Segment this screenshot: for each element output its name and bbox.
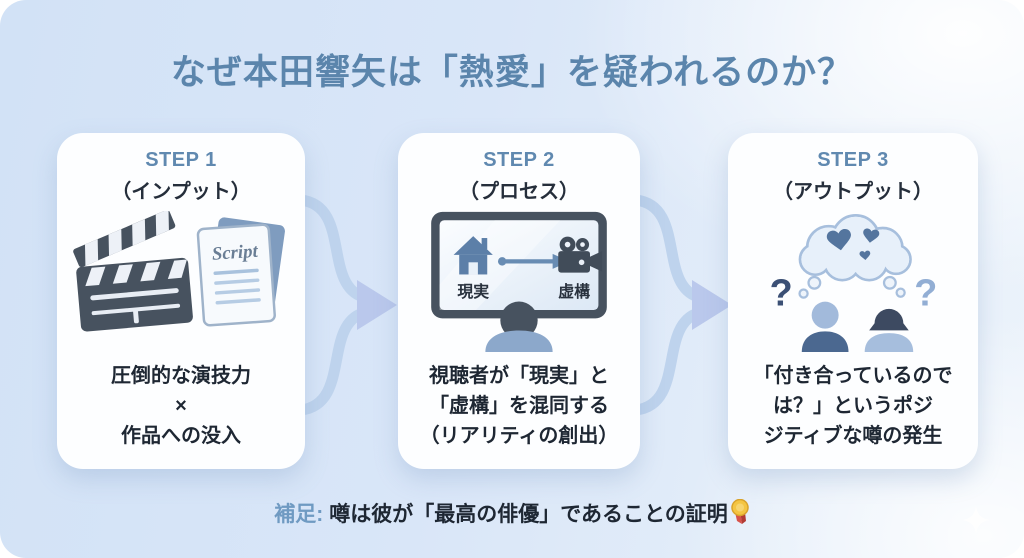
viewer-person-icon [485,301,553,352]
clapperboard-icon [73,211,193,332]
thought-bubble-icon [798,214,912,299]
couple-thought-illustration: ? ? [770,214,937,352]
couple-thought-bubble-icon: ? ? [745,208,961,354]
footer-note: 補足:噂は彼が「最高の俳優」であることの証明 🏅 [0,498,1024,528]
medal-icon [731,498,749,524]
woman-icon [864,308,914,352]
viewer-monitor-illustration: 現実 虚構 [431,211,607,352]
step-1-body-text: 圧倒的な演技力 × 作品への没入 [111,365,251,447]
viewer-monitor-icon: 現実 虚構 [412,208,626,354]
screen-left-label: 現実 [457,282,489,301]
screen-right-label: 虚構 [558,282,590,301]
step-1-card: STEP 1 （インプット） [57,133,305,469]
flow-arrow-1 [297,194,397,416]
step-2-body-text: 視聴者が「現実」と 「虚構」を混同する （リアリティの創出） [419,365,619,447]
house-icon [453,236,493,275]
right-question-mark-icon: ? [914,271,937,313]
sparkle-icon [962,506,990,534]
step-3-subtitle: （アウトプット） [773,181,933,203]
medal-emoji-text: 🏅 [728,498,729,499]
movie-camera-icon [558,236,603,273]
man-icon [801,301,849,352]
step-2-label: STEP 2 [483,149,555,171]
step-1-subtitle: （インプット） [111,181,251,203]
footer-note-text: 噂は彼が「最高の俳優」であることの証明 [329,503,728,526]
step-1-label: STEP 1 [145,149,217,171]
left-question-mark-icon: ? [770,271,793,313]
step-2-card: STEP 2 （プロセス） [398,133,640,469]
clapperboard-script-illustration: Script [73,211,285,332]
step-3-card: STEP 3 （アウトプット） [728,133,978,469]
footer-note-label: 補足: [274,503,324,526]
flow-arrow-2 [632,194,732,416]
script-label: Script [211,241,259,265]
script-icon: Script [196,217,285,327]
step-3-body-text: 「付き合っているので は？」というポジ ジティブな噂の発生 [753,365,953,447]
hearts-icon [826,228,880,261]
page-title: なぜ本田響矢は「熱愛」を疑われるのか？ [170,53,854,92]
step-3-label: STEP 3 [817,149,889,171]
clapperboard-and-script-icon: Script [72,208,290,354]
step-2-subtitle: （プロセス） [459,181,579,203]
